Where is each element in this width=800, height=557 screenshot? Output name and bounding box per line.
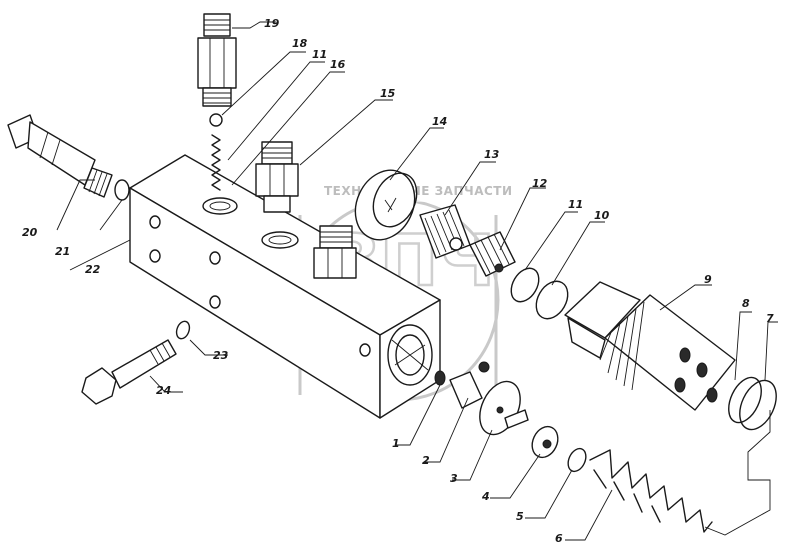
callout-2: 2 xyxy=(422,454,430,467)
part-14-cap-ring xyxy=(354,169,418,241)
callout-10: 10 xyxy=(594,209,610,222)
callout-21: 21 xyxy=(55,245,70,258)
part-20-left-fitting xyxy=(7,114,130,201)
part-18-ball-and-spring xyxy=(209,113,223,191)
part-3-disc xyxy=(479,380,529,436)
part-11-o-ring xyxy=(510,267,540,303)
part-10-o-ring xyxy=(535,280,569,320)
watermark-text: ТЕХНИЧЕСКИЕ ЗАПЧАСТИ xyxy=(324,184,513,198)
part-6-spring xyxy=(589,449,713,533)
callout-20: 20 xyxy=(22,226,38,239)
part-8-ring xyxy=(728,376,762,424)
callout-labels: 19 18 11 16 15 14 13 12 11 10 9 8 7 20 2… xyxy=(22,17,774,545)
callout-19: 19 xyxy=(264,17,280,30)
callout-16: 16 xyxy=(330,58,346,71)
part-23-lock-washer xyxy=(175,320,191,340)
callout-3: 3 xyxy=(450,472,458,485)
callout-14: 14 xyxy=(432,115,447,128)
part-1-plug xyxy=(434,370,446,386)
callout-9: 9 xyxy=(704,273,712,286)
part-2-piston xyxy=(449,361,490,409)
callout-5: 5 xyxy=(516,510,524,523)
part-15-fitting xyxy=(313,225,357,279)
bracket-line xyxy=(704,410,771,536)
callout-4: 4 xyxy=(481,490,490,503)
callout-15: 15 xyxy=(380,87,396,100)
part-24-bolt xyxy=(81,339,177,405)
leader-lines xyxy=(56,21,778,541)
part-16-fitting xyxy=(255,141,299,213)
part-9-valve-housing xyxy=(564,281,736,411)
callout-13: 13 xyxy=(484,148,500,161)
callout-7: 7 xyxy=(766,312,774,325)
part-19-top-plug xyxy=(197,13,237,107)
callout-11: 11 xyxy=(568,198,583,211)
part-22-valve-body xyxy=(129,154,441,419)
callout-11-top: 11 xyxy=(312,48,327,61)
part-4-washer xyxy=(531,425,559,459)
callout-22: 22 xyxy=(85,263,101,276)
part-5-ring xyxy=(567,447,587,473)
callout-23: 23 xyxy=(213,349,229,362)
callout-24: 24 xyxy=(156,384,171,397)
callout-1: 1 xyxy=(392,437,400,450)
callout-12: 12 xyxy=(532,177,548,190)
callout-18: 18 xyxy=(292,37,308,50)
part-7-ring xyxy=(739,379,777,431)
callout-8: 8 xyxy=(742,297,750,310)
callout-6: 6 xyxy=(555,532,563,545)
